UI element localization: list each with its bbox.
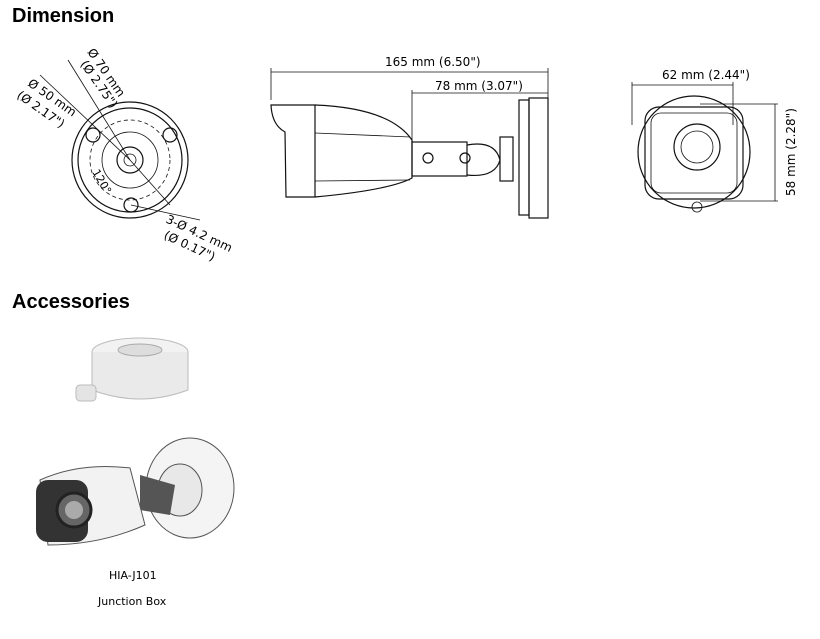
side-view-drawing [270, 68, 549, 219]
front-view-drawing [631, 82, 778, 213]
angle-label: 120° [89, 167, 114, 196]
camera-with-junction-box-image [36, 437, 235, 546]
junction-box-image [75, 337, 189, 402]
width-label: 62 mm (2.44") [662, 68, 750, 82]
bracket-length-label: 78 mm (3.07") [435, 79, 523, 93]
height-label: 58 mm (2.28") [784, 108, 798, 196]
top-view-drawing [39, 59, 201, 221]
length-label: 165 mm (6.50") [385, 55, 481, 69]
accessories-heading: Accessories [12, 291, 130, 313]
accessory-model: HIA-J101 [109, 569, 157, 582]
accessory-name: Junction Box [98, 595, 167, 608]
dimension-heading: Dimension [12, 5, 115, 27]
